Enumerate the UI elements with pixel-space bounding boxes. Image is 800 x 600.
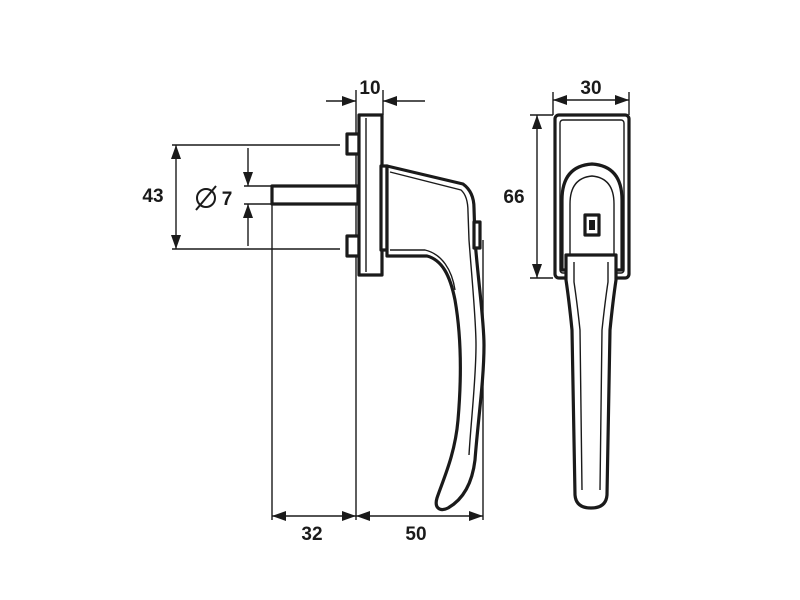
dim-label-10: 10 (359, 78, 380, 99)
lock-keyhole-slot (589, 220, 595, 230)
lock-cylinder-side (472, 220, 482, 250)
dimension-spindle-diameter: 7 (195, 148, 272, 246)
screw-stub-bottom (345, 234, 361, 258)
front-handle-neck-inner (569, 175, 615, 262)
dimension-handle-projection: 50 (356, 511, 483, 545)
dimension-front-width: 30 (553, 78, 629, 105)
side-view (172, 90, 486, 520)
front-view (530, 92, 631, 510)
front-handle-grip-inner (573, 262, 609, 491)
dim-label-30: 30 (580, 78, 601, 99)
dim-label-7: 7 (222, 189, 233, 210)
diameter-symbol-icon (195, 185, 217, 211)
dimension-spindle-length: 32 (272, 511, 356, 545)
handle-side-profile (385, 164, 486, 512)
dim-label-43: 43 (142, 186, 163, 207)
dim-label-66: 66 (503, 187, 524, 208)
base-plate (357, 113, 384, 277)
dimension-front-height: 66 (503, 115, 542, 278)
screw-stub-top (345, 132, 361, 156)
dim-label-32: 32 (301, 524, 322, 545)
handle-side-inner-curve (390, 249, 456, 291)
dim-label-50: 50 (405, 524, 426, 545)
spindle (270, 184, 360, 206)
dimension-screw-spacing: 43 (142, 145, 181, 249)
front-handle-grip (564, 253, 618, 510)
dimension-plate-thickness: 10 (326, 78, 425, 106)
handle-side-inner-line (389, 171, 477, 456)
